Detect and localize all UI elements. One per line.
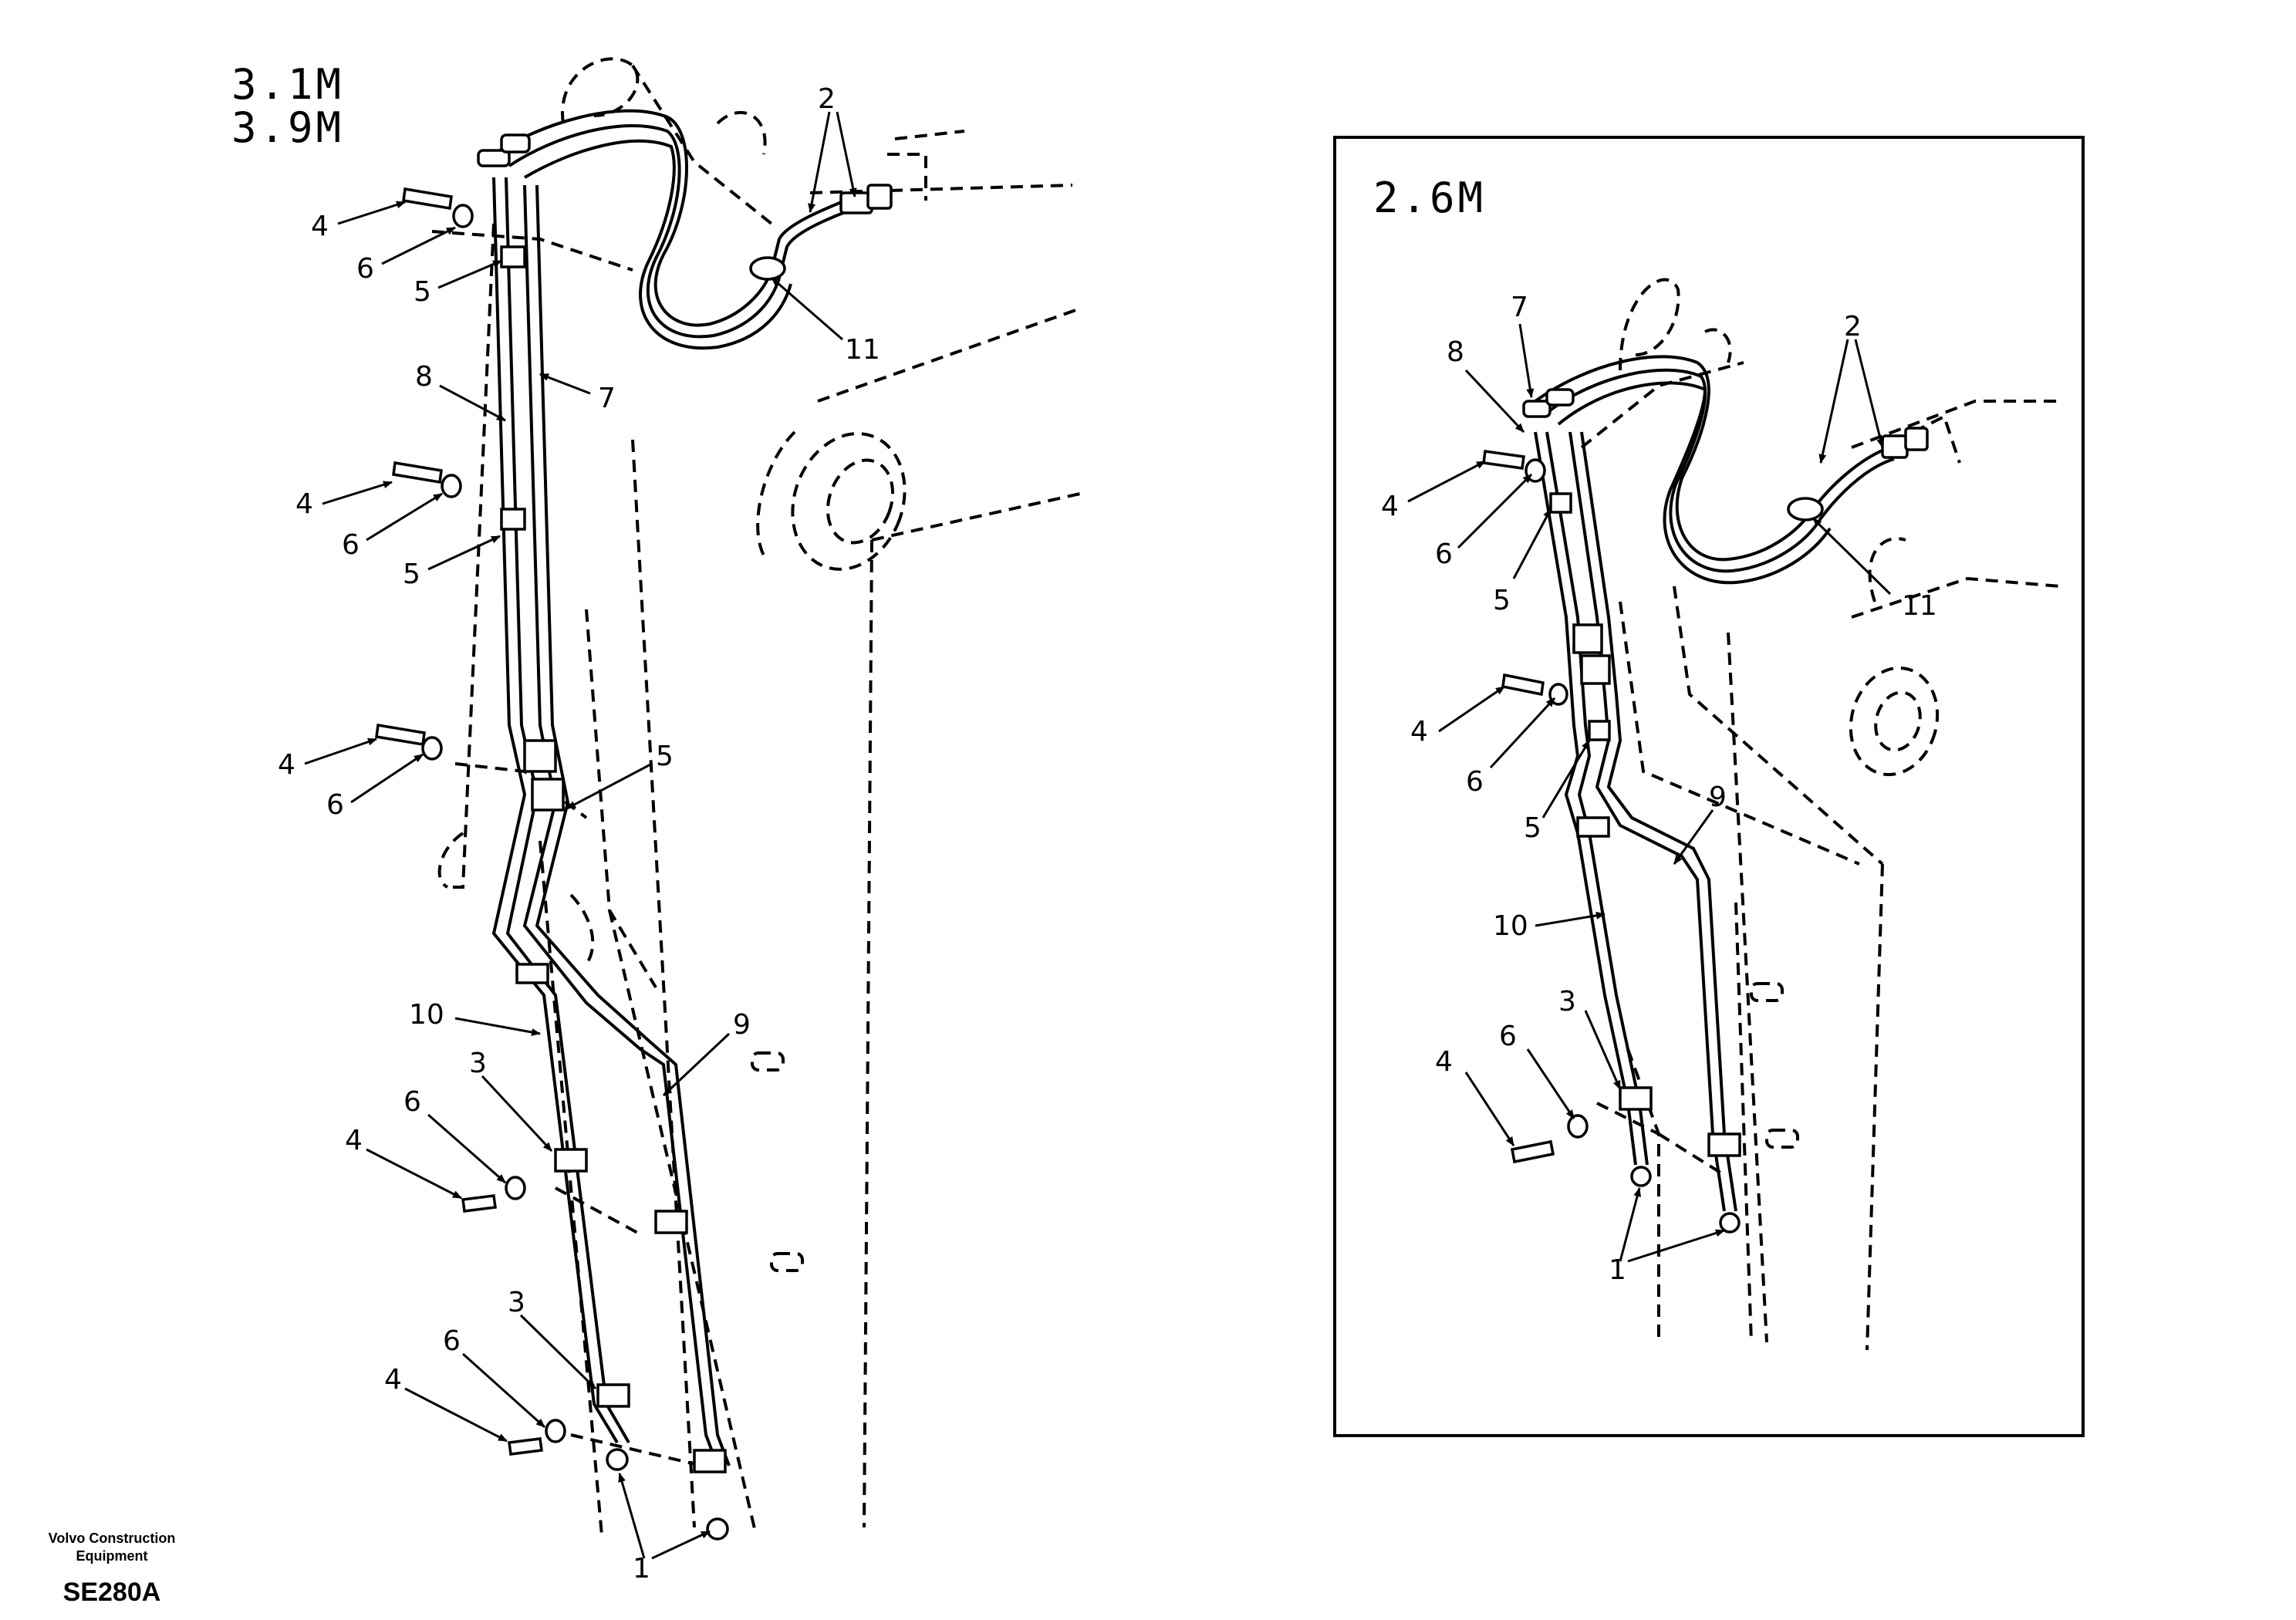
- drawing-code: SE280A: [63, 1578, 161, 1607]
- size-label-3-9m: 3.9M: [231, 103, 344, 152]
- callout-4: 4: [345, 1125, 363, 1156]
- inset-leader-lines: [1407, 323, 1892, 1263]
- leader-lines: [304, 111, 857, 1560]
- callout-10: 10: [409, 999, 444, 1031]
- callout-4: 4: [1410, 716, 1428, 748]
- callout-9: 9: [1709, 781, 1727, 813]
- callout-8: 8: [415, 361, 433, 393]
- main-callouts: 2 4 6 5 8 7 11 4 6 5 4 6 5 10 9 3 6 4 3 …: [278, 83, 880, 1585]
- callout-6: 6: [326, 789, 344, 821]
- callout-3: 3: [1558, 986, 1576, 1018]
- callout-9: 9: [733, 1009, 751, 1041]
- callout-6: 6: [356, 253, 374, 285]
- callout-3: 3: [469, 1048, 487, 1079]
- callout-6: 6: [342, 529, 360, 561]
- company-name-line1: Volvo Construction: [49, 1531, 176, 1546]
- callout-4: 4: [384, 1364, 402, 1396]
- inset-parts: [1482, 388, 1929, 1234]
- callout-1: 1: [1609, 1254, 1626, 1286]
- callout-1: 1: [633, 1553, 650, 1585]
- callout-5: 5: [414, 276, 431, 308]
- inset-hoses: [1534, 355, 1895, 585]
- size-label-2-6m: 2.6M: [1373, 174, 1486, 222]
- callout-4: 4: [1381, 491, 1399, 522]
- callout-4: 4: [311, 211, 329, 242]
- callout-6: 6: [403, 1086, 421, 1118]
- callout-6: 6: [1466, 766, 1484, 798]
- callout-8: 8: [1447, 336, 1464, 368]
- company-name-line2: Equipment: [76, 1548, 148, 1564]
- hoses: [492, 109, 873, 350]
- callout-2: 2: [818, 83, 836, 115]
- boom-outline: [431, 57, 1081, 1536]
- callout-4: 4: [295, 488, 313, 520]
- inset-callouts: 7 8 2 4 6 5 11 4 6 5 9 10 3 6 4 1: [1381, 292, 1937, 1286]
- callout-4: 4: [278, 749, 295, 781]
- inset-view: 2.6M: [1333, 136, 2085, 1437]
- size-label-3-1m: 3.1M: [231, 60, 344, 109]
- callout-7: 7: [1511, 292, 1528, 323]
- callout-5: 5: [403, 559, 420, 590]
- callout-5: 5: [1493, 585, 1511, 616]
- callout-10: 10: [1493, 910, 1528, 942]
- callout-11: 11: [845, 334, 880, 366]
- callout-3: 3: [508, 1287, 525, 1318]
- callout-5: 5: [1524, 812, 1541, 844]
- callout-6: 6: [1435, 538, 1453, 570]
- footer: Volvo Construction Equipment SE280A: [49, 1531, 176, 1607]
- callout-7: 7: [598, 383, 616, 414]
- inset-boom-outline: [1580, 278, 2061, 1351]
- callout-4: 4: [1435, 1046, 1453, 1078]
- callout-5: 5: [656, 741, 674, 772]
- callout-6: 6: [1499, 1021, 1517, 1052]
- callout-2: 2: [1844, 311, 1862, 343]
- inset-frame: [1333, 136, 2085, 1437]
- callout-6: 6: [443, 1325, 461, 1357]
- main-view: 3.1M 3.9M: [231, 57, 1081, 1585]
- callout-11: 11: [1902, 590, 1937, 622]
